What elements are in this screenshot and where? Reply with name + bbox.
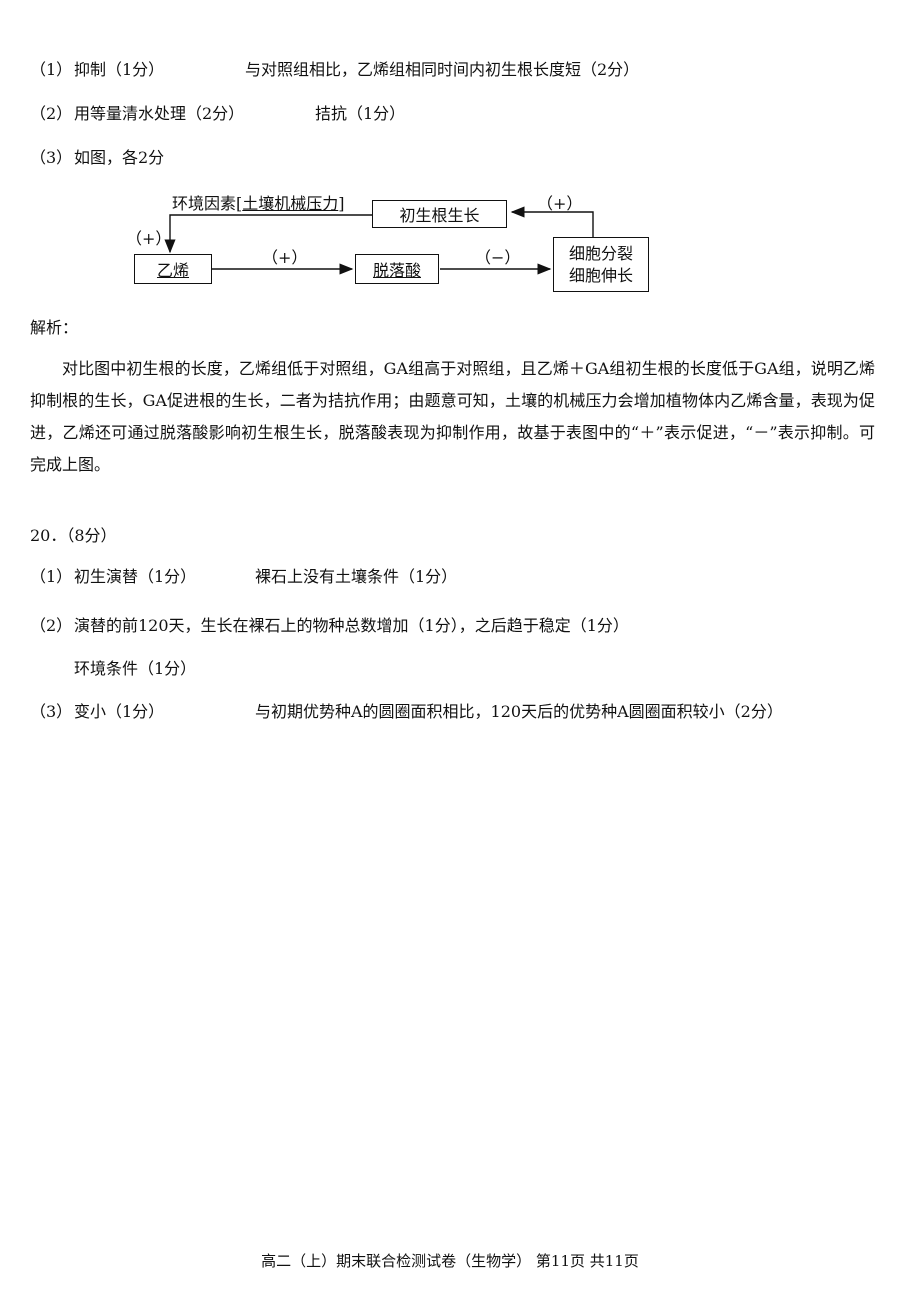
answer-part-a: 初生演替（1分） <box>74 567 197 586</box>
answer-part-b: 与初期优势种A的圆圈面积相比，120天后的优势种A圆圈面积较小（2分） <box>255 702 783 721</box>
env-factor-underlined: 土壤机械压力 <box>242 194 339 213</box>
answer-number: （2） <box>30 104 73 123</box>
sign-env-to-ethylene: （+） <box>126 229 172 248</box>
answer-part-b: 拮抗（1分） <box>315 104 406 123</box>
answer-part-b: 裸石上没有土壤条件（1分） <box>255 567 458 586</box>
answer-part-a: 演替的前120天，生长在裸石上的物种总数增加（1分），之后趋于稳定（1分） <box>74 616 629 635</box>
answer-part-a: 如图，各2分 <box>74 148 165 167</box>
page-footer: 高二（上）期末联合检测试卷（生物学） 第11页 共11页 <box>261 1252 639 1270</box>
sign-ethylene-to-aba: （+） <box>262 248 308 267</box>
env-factor-label: 环境因素[土壤机械压力] <box>172 194 345 213</box>
answer-part-a: 用等量清水处理（2分） <box>74 104 245 123</box>
box-ethylene: 乙烯 <box>134 254 212 284</box>
answer-part-b: 与对照组相比，乙烯组相同时间内初生根长度短（2分） <box>245 60 640 79</box>
answer-part-a: 抑制（1分） <box>74 60 165 79</box>
arrow-root-to-ethylene <box>164 214 372 254</box>
box-abscisic-acid: 脱落酸 <box>355 254 439 284</box>
analysis-paragraph: 对比图中初生根的长度，乙烯组低于对照组，GA组高于对照组，且乙烯＋GA组初生根的… <box>30 359 875 474</box>
answer-number: （3） <box>30 148 73 167</box>
box-root-growth: 初生根生长 <box>372 200 507 228</box>
answer-number: （1） <box>30 567 73 586</box>
q20-header: 20．（8分） <box>30 526 117 545</box>
arrow-cell-to-root <box>510 206 594 237</box>
sign-aba-to-cell: （−） <box>475 248 521 267</box>
sign-cell-to-root: （+） <box>537 194 583 213</box>
answer-number: （3） <box>30 702 73 721</box>
answer-number: （2） <box>30 616 73 635</box>
diagram-arrows <box>164 206 594 275</box>
analysis-title: 解析： <box>30 318 79 337</box>
answer-number: （1） <box>30 60 73 79</box>
answer-part-a: 变小（1分） <box>74 702 165 721</box>
box-cell-division: 细胞分裂 细胞伸长 <box>553 237 649 292</box>
answer-part-a: 环境条件（1分） <box>74 659 197 678</box>
